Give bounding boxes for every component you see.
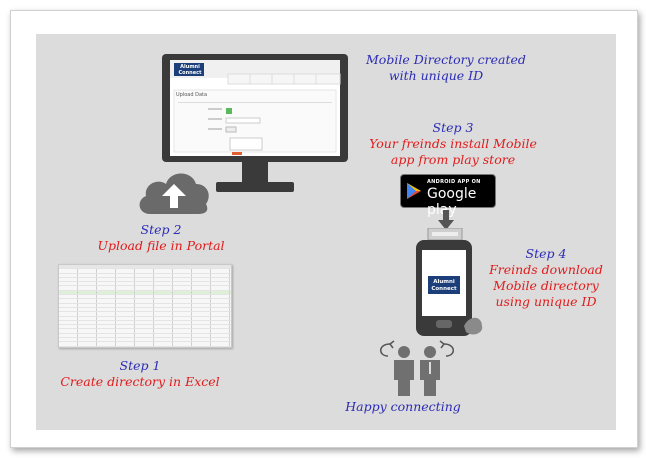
smartphone-icon: [416, 228, 483, 336]
google-play-brand-text: Google play: [427, 186, 477, 218]
step2-text: Upload file in Portal: [97, 238, 225, 253]
mobile-directory-line2: with unique ID: [388, 68, 484, 83]
happy-connecting-text: Happy connecting: [345, 399, 461, 414]
mobile-directory-caption: Mobile Directory created with unique ID: [366, 52, 526, 84]
portal-logo-line2: Connect: [178, 70, 202, 76]
phone-logo-line1: Alumni: [433, 279, 455, 285]
step1-title: Step 1: [119, 358, 161, 373]
google-play-badge[interactable]: ANDROID APP ON Google play: [400, 174, 496, 218]
step1-caption: Step 1 Create directory in Excel: [50, 358, 230, 390]
google-play-top-text: ANDROID APP ON: [427, 179, 481, 185]
step3-line2: app from play store: [390, 152, 516, 167]
step3-title: Step 3: [432, 120, 474, 135]
mobile-directory-line1: Mobile Directory created: [366, 52, 526, 67]
play-triangle-icon: [407, 183, 421, 199]
step3-caption: Step 3 Your freinds install Mobile app f…: [358, 120, 548, 168]
down-arrow-icon: [438, 210, 454, 230]
people-icon: [380, 340, 454, 396]
portal-section-title: Upload Data: [176, 92, 208, 98]
portal-logo-line1: Alumni: [180, 64, 200, 70]
cloud-upload-icon: [139, 173, 209, 214]
step1-text: Create directory in Excel: [60, 374, 220, 389]
monitor-icon: [162, 54, 348, 192]
step2-caption: Step 2 Upload file in Portal: [86, 222, 236, 254]
phone-logo-line2: Connect: [431, 286, 457, 292]
step4-title: Step 4: [525, 246, 567, 261]
step4-line3: using unique ID: [495, 294, 597, 309]
step3-line1: Your freinds install Mobile: [369, 136, 537, 151]
step4-caption: Step 4 Freinds download Mobile directory…: [486, 246, 606, 310]
spreadsheet-icon: [58, 264, 232, 348]
step4-line2: Mobile directory: [493, 278, 599, 293]
step2-title: Step 2: [140, 222, 182, 237]
step4-line1: Freinds download: [489, 262, 603, 277]
